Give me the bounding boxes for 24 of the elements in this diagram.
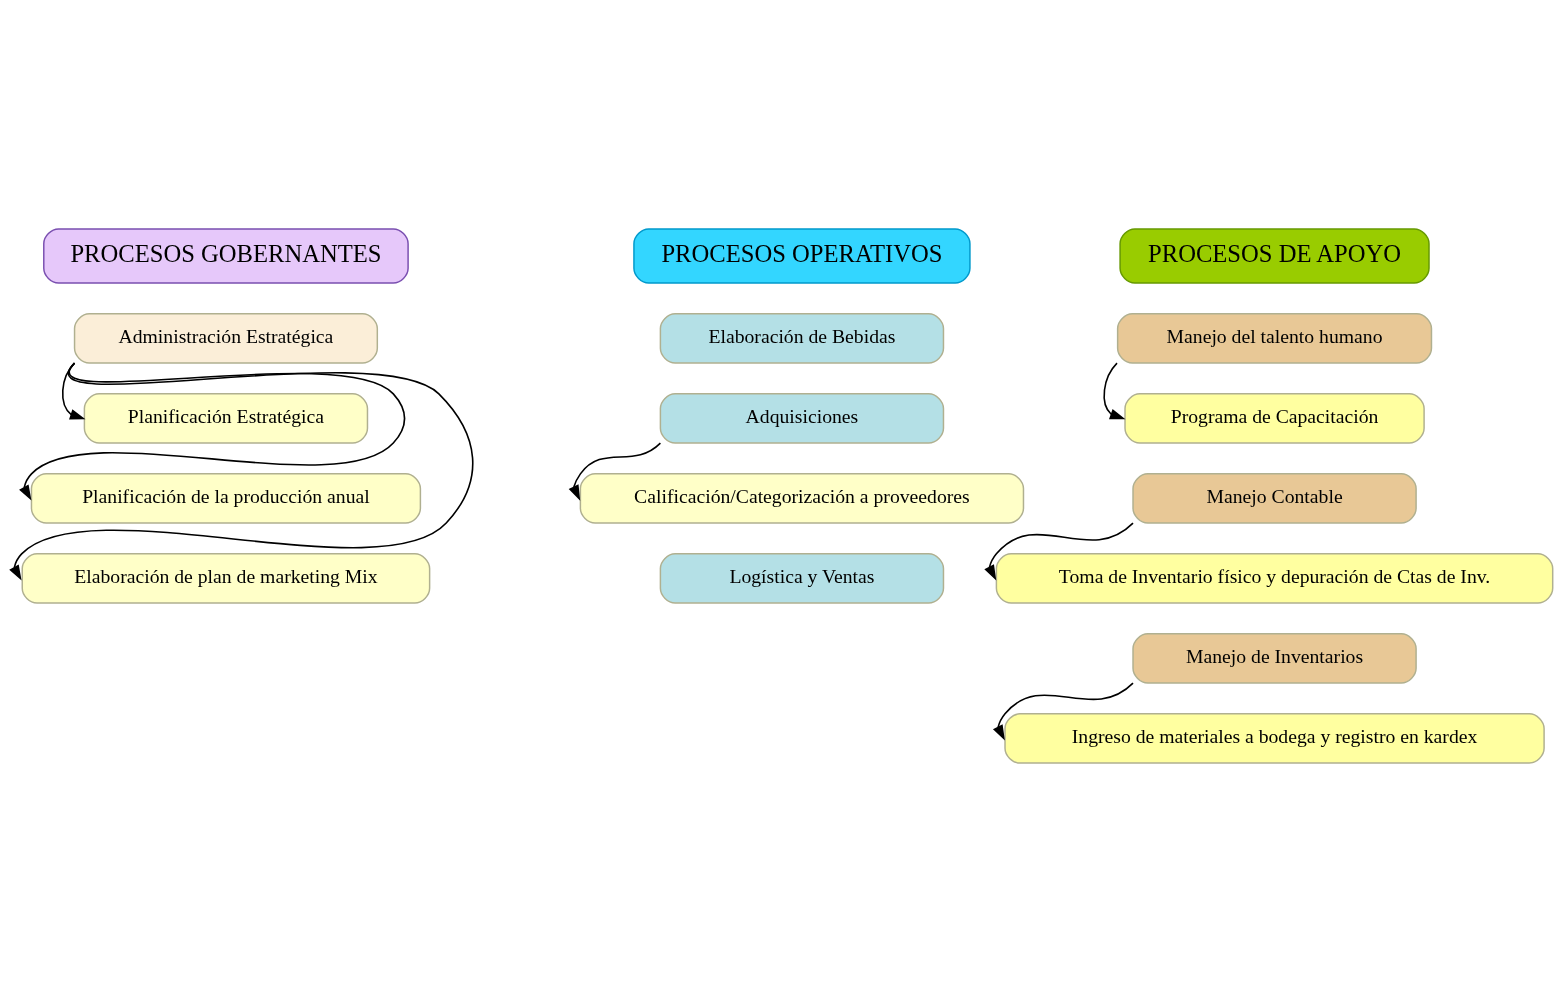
node-box: Elaboración de Bebidas — [659, 313, 945, 364]
node-box: Manejo del talento humano — [1116, 313, 1433, 364]
arrow — [19, 362, 406, 501]
node-box: Toma de Inventario físico y depuración de Ctas de Inv. — [995, 553, 1554, 604]
node-box: Adquisiciones — [659, 393, 945, 444]
node-box: PROCESOS GOBERNANTES — [43, 228, 409, 284]
node-box: PROCESOS OPERATIVOS — [633, 228, 971, 284]
node-box: Planificación de la producción anual — [30, 473, 422, 524]
node-box: Administración Estratégica — [73, 313, 379, 364]
node-box: Calificación/Categorización a proveedores — [579, 473, 1025, 524]
arrow — [992, 682, 1134, 741]
node-box: Elaboración de plan de marketing Mix — [21, 553, 431, 604]
node-box: Ingreso de materiales a bodega y registro en kardex — [1004, 713, 1545, 764]
arrow — [9, 362, 474, 581]
arrow — [984, 522, 1134, 581]
arrow — [61, 362, 86, 420]
arrow — [1103, 362, 1126, 420]
node-box: Manejo de Inventarios — [1132, 633, 1417, 684]
node-box: Manejo Contable — [1132, 473, 1417, 524]
node-box: Planificación Estratégica — [83, 393, 369, 444]
arrow — [568, 442, 662, 501]
node-box: Logística y Ventas — [659, 553, 945, 604]
node-box: PROCESOS DE APOYO — [1119, 228, 1430, 284]
node-box: Programa de Capacitación — [1124, 393, 1425, 444]
